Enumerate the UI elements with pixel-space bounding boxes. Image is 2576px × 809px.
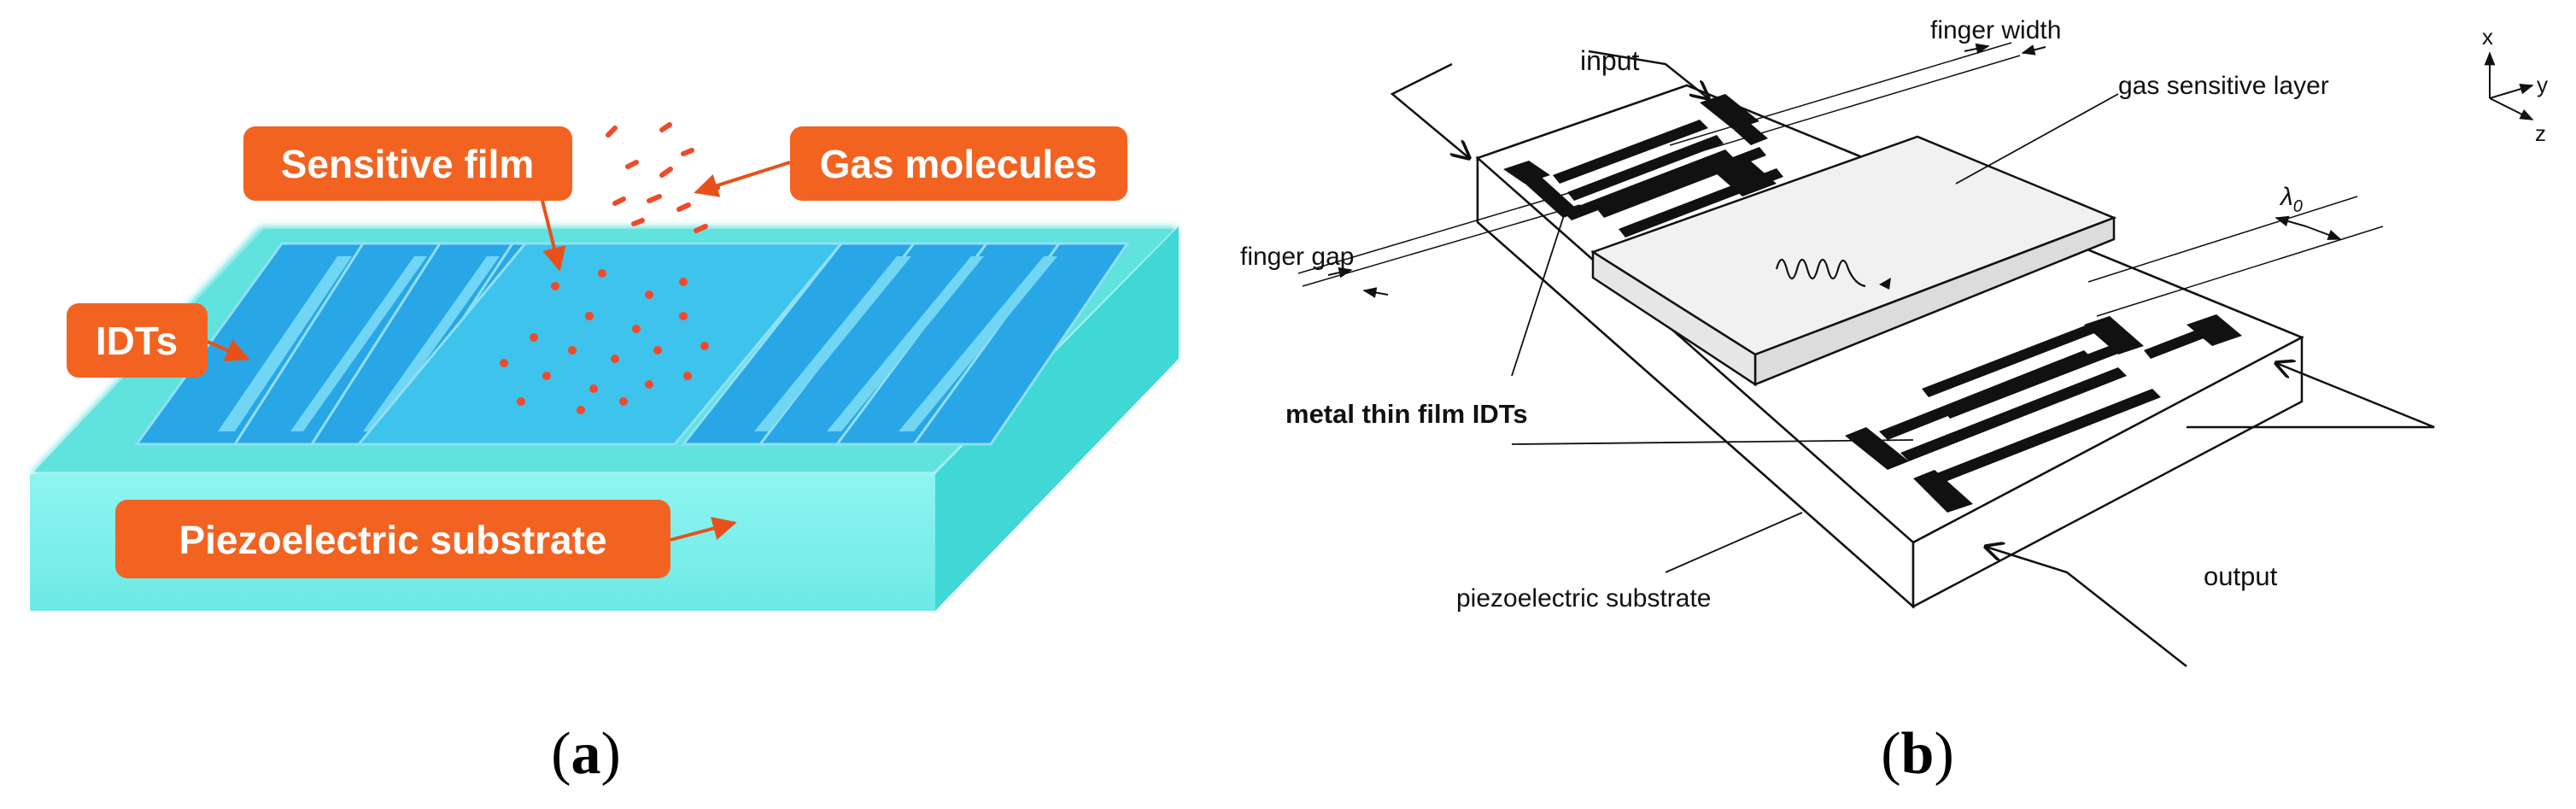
arrow-substrate	[670, 516, 737, 542]
label-piezoelectric-substrate-b: piezoelectric substrate	[1456, 584, 1711, 613]
leader-gas-sensitive-layer	[1955, 93, 2119, 185]
label-metal-thin-film-idts: metal thin film IDTs	[1285, 399, 1528, 429]
tag-idts: IDTs	[67, 303, 208, 378]
caption-b: (b)	[1881, 721, 1954, 787]
axis-label-z: z	[2535, 120, 2546, 146]
leader-metal-idts-2	[1511, 439, 1914, 445]
label-piezoelectric-substrate: Piezoelectric substrate	[179, 518, 606, 562]
axis-label-y: y	[2537, 72, 2548, 97]
label-gas-sensitive-layer: gas sensitive layer	[2118, 72, 2329, 100]
tag-sensitive-film: Sensitive film	[243, 126, 572, 201]
coordinate-axes	[2484, 51, 2534, 120]
label-input: input	[1580, 45, 1640, 76]
substrate-right	[1912, 335, 2304, 609]
output-arrow-top	[2187, 363, 2435, 429]
tag-gas-molecules: Gas molecules	[790, 126, 1127, 201]
output-arrow-bottom	[1986, 547, 2187, 667]
gas-molecule-dashes	[606, 122, 720, 233]
right-idt-slits	[754, 256, 1057, 431]
arrow-gas-molecules	[694, 161, 791, 197]
label-sensitive-film: Sensitive film	[281, 142, 535, 186]
output-idt	[1845, 314, 2242, 513]
arrow-idts	[207, 339, 250, 362]
finger-width-dim-2	[1677, 55, 2021, 159]
leader-substrate	[1665, 512, 1803, 573]
label-finger-gap: finger gap	[1240, 243, 1354, 271]
lambda-dim-2	[2096, 226, 2384, 317]
label-idts: IDTs	[96, 319, 178, 363]
label-lambda: λ0	[2279, 183, 2303, 216]
substrate-side-face	[935, 226, 1179, 611]
left-idt-slits	[218, 256, 500, 431]
caption-a: (a)	[551, 721, 621, 787]
adsorbed-molecule-dots	[500, 269, 709, 414]
sensitive-film-area	[355, 242, 845, 446]
panel-a-saw-sensor-color: Sensitive film Gas molecules IDTs Piezoe…	[30, 122, 1179, 787]
axis-label-x: x	[2482, 24, 2493, 50]
panel-b-labels: input finger width gas sensitive layer λ…	[1240, 16, 2548, 787]
arrow-sensitive-film	[541, 200, 566, 272]
surface-acoustic-wave	[1775, 258, 1866, 288]
label-gas-molecules: Gas molecules	[820, 142, 1098, 186]
panel-b-saw-sensor-schematic	[1297, 42, 2534, 667]
tag-substrate: Piezoelectric substrate	[115, 500, 670, 578]
label-output: output	[2204, 561, 2278, 591]
input-arrow-right	[1588, 50, 1708, 98]
lambda-dim-1	[2087, 196, 2358, 283]
finger-gap-dim-1	[1297, 191, 1572, 274]
leader-metal-idts-1	[1511, 204, 1568, 377]
input-arrow-left	[1390, 62, 1469, 158]
finger-width-dim-1	[1669, 42, 2012, 146]
label-finger-width: finger width	[1930, 16, 2061, 44]
input-idt	[1503, 94, 1783, 237]
gas-sensitive-layer	[1590, 135, 2117, 387]
